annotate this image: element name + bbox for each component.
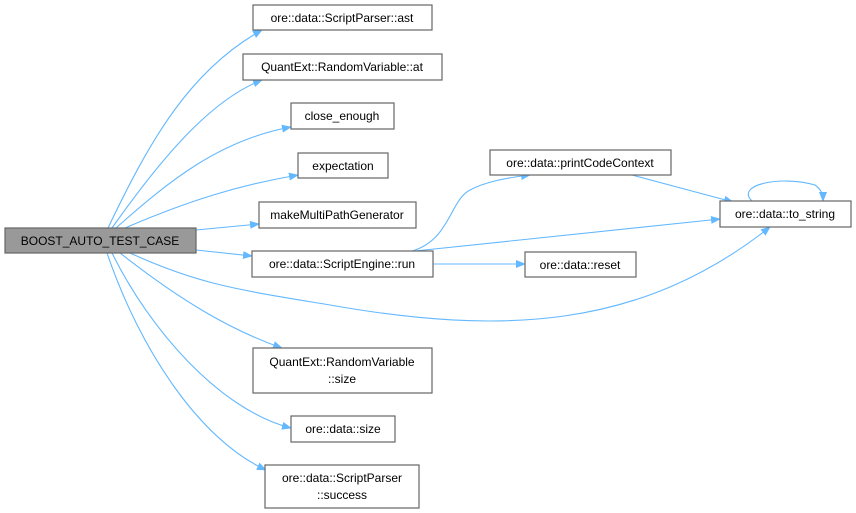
node-scriptparser-ast[interactable]: ore::data::ScriptParser::ast xyxy=(252,4,433,31)
node-close-enough[interactable]: close_enough xyxy=(290,102,395,130)
node-print-code-context[interactable]: ore::data::printCodeContext xyxy=(489,149,672,176)
node-label: ore::data::ScriptEngine::run xyxy=(269,257,415,271)
node-label: ore::data::ScriptParser::ast xyxy=(271,11,414,25)
node-label: ore::data::printCodeContext xyxy=(506,156,654,170)
node-label: ::size xyxy=(328,372,356,386)
node-label: QuantExt::RandomVariable::at xyxy=(261,60,424,74)
node-expectation[interactable]: expectation xyxy=(297,152,389,179)
edge-root-at xyxy=(111,79,263,229)
edge-root-make xyxy=(195,220,260,231)
node-label: QuantExt::RandomVariable xyxy=(269,355,415,369)
node-label: BOOST_AUTO_TEST_CASE xyxy=(21,234,180,248)
node-scriptengine-run[interactable]: ore::data::ScriptEngine::run xyxy=(251,250,434,278)
node-label: close_enough xyxy=(305,109,380,123)
edge-root-ast xyxy=(107,29,263,229)
edge-run-pcc xyxy=(411,172,531,252)
edge-root-success xyxy=(106,252,267,471)
node-scriptparser-success[interactable]: ore::data::ScriptParser ::success xyxy=(264,464,420,509)
edge-root-close xyxy=(115,124,292,229)
node-to-string[interactable]: ore::data::to_string xyxy=(719,200,852,228)
node-label: makeMultiPathGenerator xyxy=(270,208,403,222)
edge-root-rvsize xyxy=(119,252,283,349)
node-randomvariable-size[interactable]: QuantExt::RandomVariable ::size xyxy=(252,347,433,394)
node-reset[interactable]: ore::data::reset xyxy=(524,251,637,278)
node-make-multi-path-generator[interactable]: makeMultiPathGenerator xyxy=(258,201,417,229)
edge-root-size xyxy=(111,252,292,430)
node-label: ore::data::to_string xyxy=(735,207,835,221)
edges xyxy=(106,29,827,471)
edge-pcc-to_string xyxy=(631,174,734,204)
edge-root-run xyxy=(195,249,253,260)
node-label: expectation xyxy=(312,159,373,173)
node-label: ore::data::ScriptParser xyxy=(282,471,402,485)
node-size[interactable]: ore::data::size xyxy=(290,415,396,443)
node-label: ::success xyxy=(317,488,367,502)
node-randomvariable-at[interactable]: QuantExt::RandomVariable::at xyxy=(242,53,443,81)
edge-run-to_string xyxy=(414,215,721,252)
node-boost-auto-test-case[interactable]: BOOST_AUTO_TEST_CASE xyxy=(4,227,197,254)
node-label: ore::data::size xyxy=(305,422,381,436)
edge-root-to_string xyxy=(129,226,771,322)
edge-to_string-self xyxy=(747,180,827,202)
edge-root-expectation xyxy=(124,172,299,229)
node-label: ore::data::reset xyxy=(540,258,621,272)
